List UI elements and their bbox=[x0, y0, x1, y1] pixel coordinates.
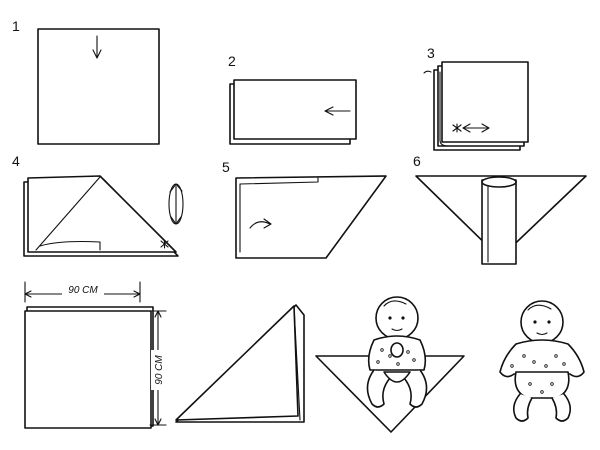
step-3-number: 3 bbox=[427, 45, 435, 61]
step-4-rotate-icon bbox=[168, 183, 184, 225]
step-6-rolled-panel bbox=[481, 179, 517, 265]
step-5-number: 5 bbox=[222, 159, 230, 175]
baby2-hair bbox=[527, 304, 552, 311]
step-1: 1 bbox=[12, 18, 160, 145]
step-4-inner-pocket bbox=[39, 240, 101, 251]
width-dimension: 90 CM bbox=[24, 281, 141, 303]
step-1-square bbox=[37, 28, 160, 145]
baby-eye-right bbox=[401, 316, 405, 320]
step-2-number: 2 bbox=[228, 53, 236, 69]
baby2-eye-right bbox=[547, 320, 551, 324]
baby2-eye-left bbox=[533, 320, 537, 324]
height-label: 90 CM bbox=[154, 355, 165, 385]
step-4-top-layer bbox=[27, 175, 177, 253]
step-3-star-icon bbox=[452, 123, 462, 133]
step-5-curl-arrow-icon bbox=[249, 218, 272, 229]
baby-diaper-front bbox=[383, 371, 411, 383]
baby-leg-left bbox=[366, 369, 391, 408]
baby2-leg-right bbox=[551, 393, 572, 422]
folded-triangle bbox=[175, 304, 305, 423]
baby2-shirt bbox=[499, 339, 585, 378]
step-2-fold-left-arrow-icon bbox=[324, 106, 351, 116]
step-5: 5 bbox=[222, 159, 387, 259]
folded-triangle-edge bbox=[293, 305, 301, 421]
step-5-top-edge bbox=[239, 177, 319, 185]
baby-leg-right bbox=[403, 369, 428, 408]
step-4: 4 bbox=[12, 153, 184, 257]
baby2-diaper bbox=[514, 371, 570, 399]
step-3-corner-mark bbox=[423, 70, 432, 74]
step-6-roll-top bbox=[481, 176, 517, 188]
measured-square-front bbox=[24, 310, 152, 429]
baby-on-diaper bbox=[315, 296, 465, 433]
step-6-number: 6 bbox=[413, 153, 421, 169]
baby-wearing-diaper bbox=[499, 300, 585, 422]
step-4-star-icon bbox=[160, 239, 169, 249]
baby2-head bbox=[520, 300, 564, 344]
width-label: 90 CM bbox=[68, 285, 98, 296]
baby-hair bbox=[383, 300, 407, 307]
step-6: 6 bbox=[413, 153, 587, 265]
baby-hands bbox=[390, 342, 404, 358]
baby2-mouth bbox=[536, 332, 548, 336]
step-4-diagonal-fold bbox=[35, 176, 101, 251]
step-1-number: 1 bbox=[12, 18, 20, 34]
step-1-fold-down-arrow-icon bbox=[92, 35, 102, 59]
step-3-pull-right-arrow-icon bbox=[462, 123, 490, 133]
step-4-number: 4 bbox=[12, 153, 20, 169]
baby-mouth bbox=[391, 328, 403, 332]
measured-square: 90 CM 90 CM bbox=[24, 281, 167, 429]
height-dimension: 90 CM bbox=[149, 310, 167, 426]
step-2-front-layer bbox=[233, 79, 357, 140]
step-3: 3 bbox=[423, 45, 529, 151]
step-3-fold-edge bbox=[439, 71, 521, 147]
step-2: 2 bbox=[228, 53, 357, 145]
baby-head bbox=[375, 296, 419, 340]
baby2-leg-left bbox=[512, 393, 533, 422]
folded-triangle-front bbox=[175, 305, 299, 421]
baby-eye-left bbox=[388, 316, 392, 320]
step-5-shape bbox=[235, 175, 387, 259]
